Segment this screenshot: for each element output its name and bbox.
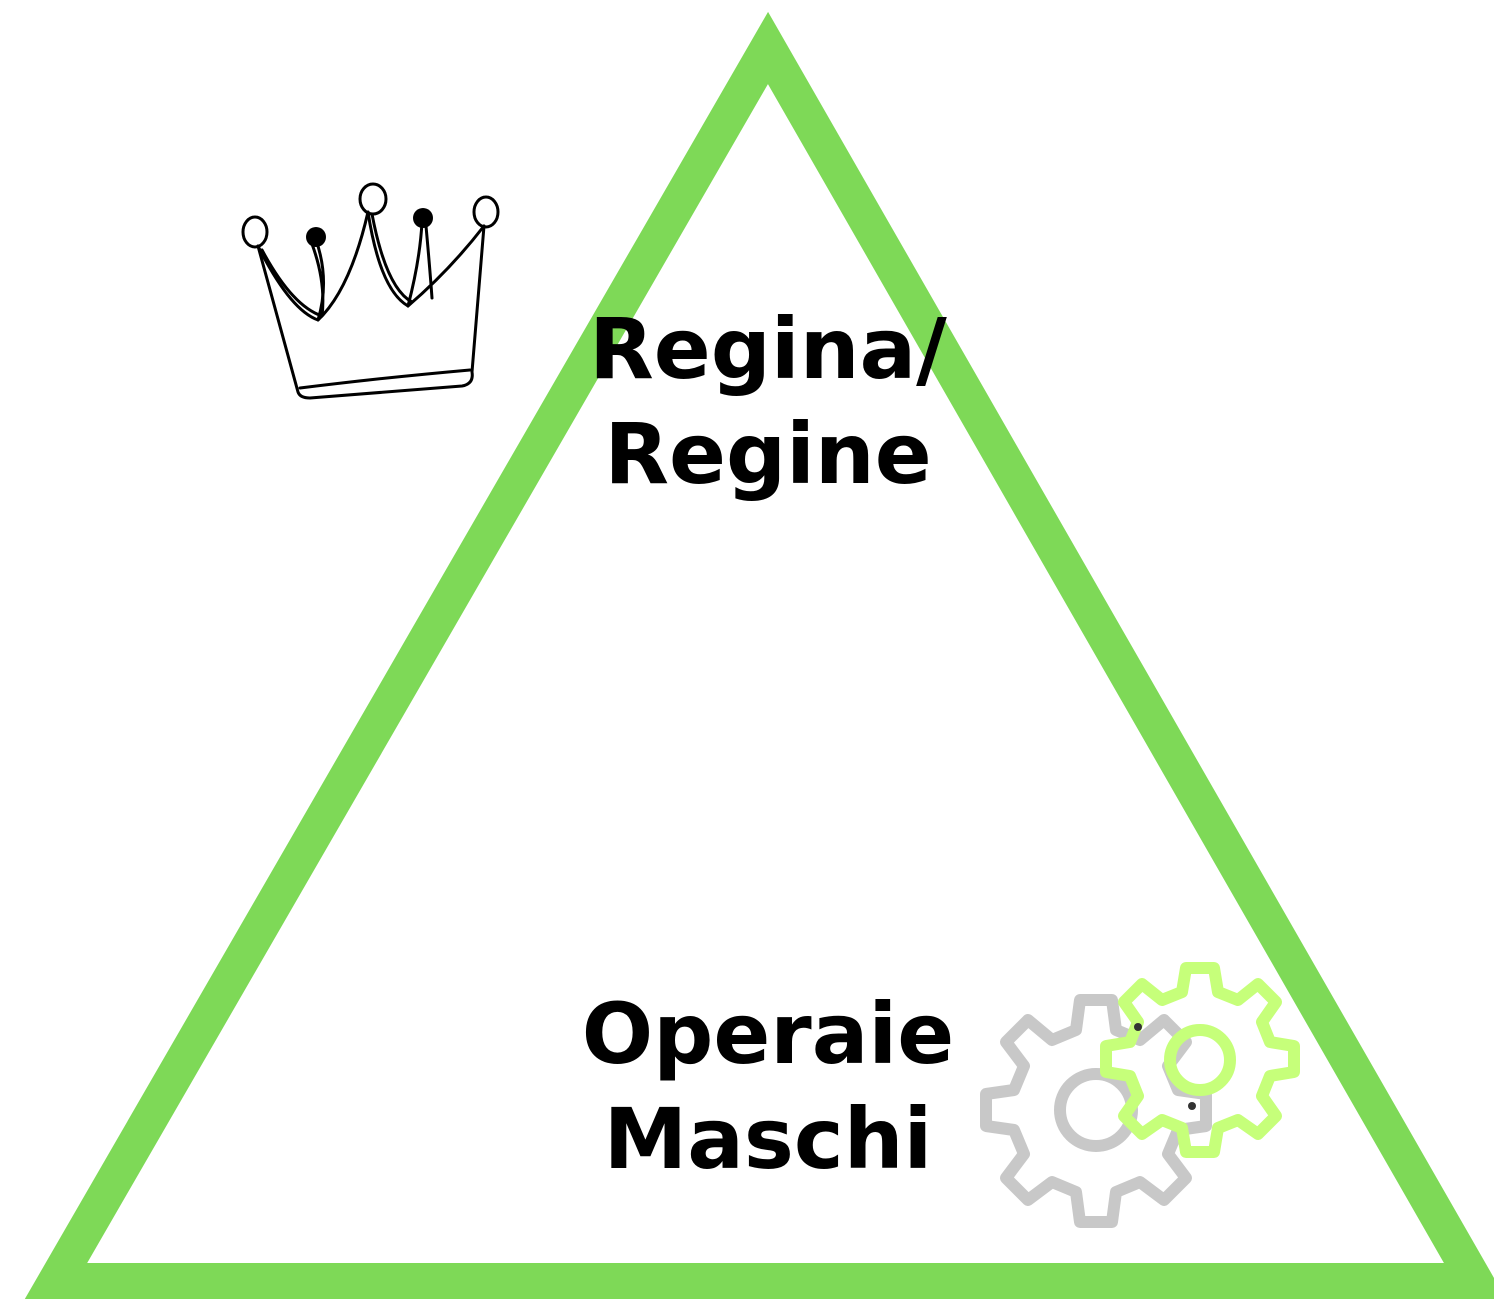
bottom-level-label: Operaie Maschi [400, 982, 1136, 1192]
crown-icon [241, 182, 500, 400]
top-level-line2: Regine [604, 405, 932, 503]
gears-icon [980, 962, 1300, 1228]
top-level-label: Regina/ Regine [400, 297, 1136, 507]
bottom-level-line1: Operaie [581, 985, 955, 1083]
bottom-level-line2: Maschi [603, 1090, 933, 1188]
pyramid-triangle [24, 11, 1494, 1299]
top-level-line1: Regina/ [589, 300, 947, 398]
